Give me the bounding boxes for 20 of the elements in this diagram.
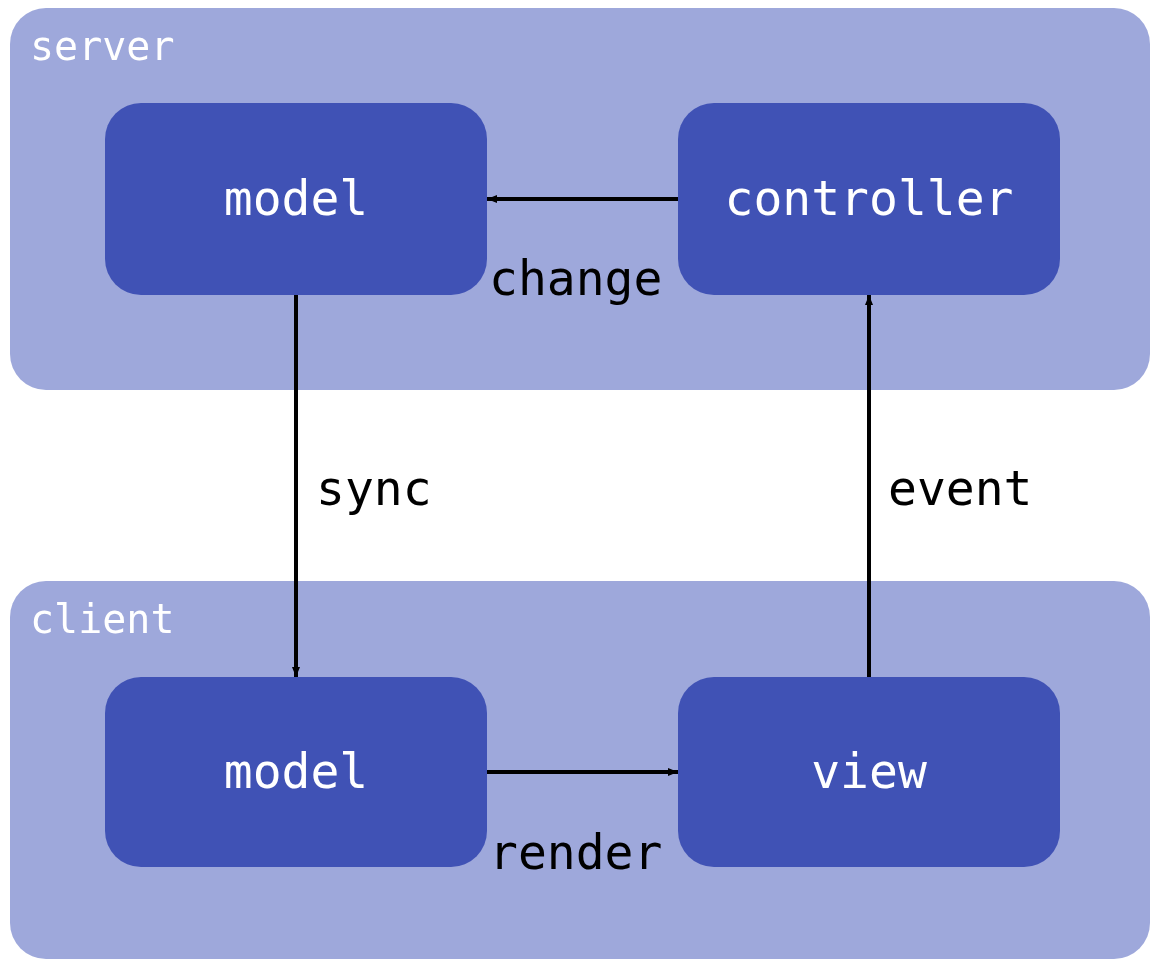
component-name: controller	[724, 170, 1014, 228]
edge-label: sync	[316, 460, 432, 518]
component-name: view	[811, 743, 927, 801]
edge-label: change	[489, 250, 663, 308]
arrow	[292, 295, 300, 677]
arrow	[487, 768, 678, 776]
component-box	[105, 103, 487, 295]
component-name: model	[223, 743, 369, 801]
edge-label: render	[489, 824, 663, 882]
arrow	[487, 195, 678, 203]
component-box	[678, 677, 1060, 867]
group-title: client	[30, 595, 175, 643]
edge-label: event	[888, 460, 1033, 518]
arrow	[865, 295, 873, 677]
group-panel	[10, 581, 1150, 959]
component-box	[678, 103, 1060, 295]
component-box	[105, 677, 487, 867]
group-title: server	[30, 22, 175, 70]
component-name: model	[223, 170, 369, 228]
group-panel	[10, 8, 1150, 390]
